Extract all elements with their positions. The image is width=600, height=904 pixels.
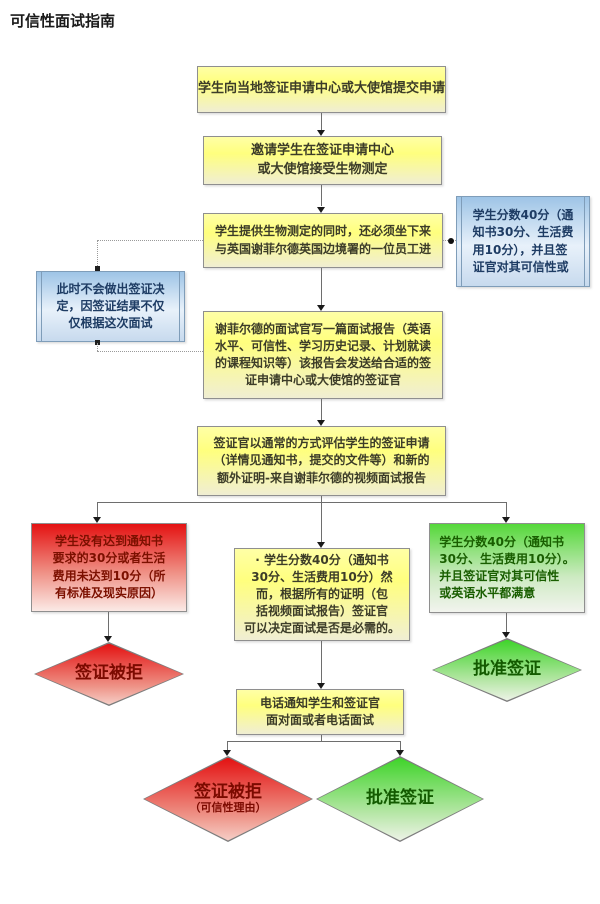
connector-split-horizontal	[97, 502, 507, 503]
step-assess-application-text: 签证官以通常的方式评估学生的签证申请 （详情见通知书，提交的文件等）和新的 额外…	[213, 436, 430, 485]
connector-step1-step2	[321, 113, 322, 130]
arrowhead-approve-top-icon	[502, 632, 510, 638]
connector-step3-step4	[321, 268, 322, 305]
step-submit-application-box: 学生向当地签证申请中心或大使馆提交申请	[197, 66, 446, 113]
arrowhead-step3-icon	[317, 207, 325, 213]
outcome-fail-box: 学生没有达到通知书 要求的30分或者生活 费用未达到10分（所 有标准及现实原因…	[31, 523, 187, 612]
connector-fail-reject	[108, 612, 109, 636]
connector-maybe-phone	[321, 641, 322, 683]
arrowhead-phone-icon	[317, 683, 325, 689]
step-invite-biometric-box: 邀请学生在签证申请中心 或大使馆接受生物测定	[203, 136, 442, 185]
step-biometric-interview-box: 学生提供生物测定的同时，还必须坐下来 与英国谢菲尔德英国边境署的一位员工进	[203, 213, 443, 268]
connector-split2-stem	[321, 735, 322, 742]
arrowhead-step5-icon	[317, 420, 325, 426]
outcome-fail-text: 学生没有达到通知书 要求的30分或者生活 费用未达到10分（所 有标准及现实原因…	[52, 534, 166, 600]
connector-split-left	[97, 502, 98, 517]
note-score-40-box: 学生分数40分（通 知书30分、生活费 用10分），并且签 证官对其可信性或	[456, 196, 590, 287]
step-invite-biometric-text: 邀请学生在签证申请中心 或大使馆接受生物测定	[250, 143, 394, 177]
step-submit-application-text: 学生向当地签证申请中心或大使馆提交申请	[198, 81, 446, 97]
outcome-maybe-text: · 学生分数40分（通知书 30分、生活费用10分）然 而，根据所有的证明（包 …	[243, 552, 400, 636]
connector-split-middle	[321, 502, 322, 542]
note-score-40-text: 学生分数40分（通 知书30分、生活费 用10分），并且签 证官对其可信性或	[472, 208, 574, 274]
decision-reject-bottom-reason: （可信性理由）	[189, 801, 267, 815]
dotted-connector-note-step4	[97, 351, 203, 352]
step-interview-report-box: 谢菲尔德的面试官写一篇面试报告（英语 水平、可信性、学习历史记录、计划就读 的课…	[203, 311, 443, 399]
decision-visa-rejected-credibility-label: 签证被拒 （可信性理由）	[189, 781, 267, 815]
decision-visa-rejected-credibility-diamond: 签证被拒 （可信性理由）	[143, 756, 313, 842]
outcome-maybe-box: · 学生分数40分（通知书 30分、生活费用10分）然 而，根据所有的证明（包 …	[234, 548, 410, 641]
connector-split-stem	[321, 496, 322, 503]
arrowhead-reject-top-icon	[104, 636, 112, 642]
connector-split2-right	[400, 741, 401, 751]
decision-visa-approved-diamond: 批准签证	[432, 638, 582, 702]
arrowhead-reject-bottom-icon	[223, 750, 231, 756]
arrowhead-maybe-icon	[317, 542, 325, 548]
decision-visa-rejected-label: 签证被拒	[75, 663, 143, 684]
dotted-connector-note-bottom	[97, 343, 98, 351]
connector-dot-icon	[448, 238, 454, 244]
note-no-decision-text: 此时不会做出签证决 定，因签证结果不仅 仅根据这次面试	[56, 281, 165, 331]
step-assess-application-box: 签证官以通常的方式评估学生的签证申请 （详情见通知书，提交的文件等）和新的 额外…	[197, 426, 446, 496]
connector-split2-horizontal	[227, 741, 401, 742]
decision-visa-approved-bottom-diamond: 批准签证	[316, 756, 484, 842]
outcome-pass-text: 学生分数40分（通知书 30分、生活费用10分）。 并且签证官对其可信性 或英语…	[439, 534, 575, 601]
note-no-decision-box: 此时不会做出签证决 定，因签证结果不仅 仅根据这次面试	[36, 271, 185, 342]
step-interview-report-text: 谢菲尔德的面试官写一篇面试报告（英语 水平、可信性、学习历史记录、计划就读 的课…	[214, 321, 431, 388]
step-phone-interview-box: 电话通知学生和签证官 面对面或者电话面试	[236, 689, 404, 735]
arrowhead-approve-bottom-icon	[396, 750, 404, 756]
arrowhead-step2-icon	[317, 130, 325, 136]
dotted-connector-step3-note	[97, 240, 203, 241]
step-biometric-interview-text: 学生提供生物测定的同时，还必须坐下来 与英国谢菲尔德英国边境署的一位员工进	[214, 224, 431, 256]
connector-split2-left	[227, 741, 228, 751]
connector-square-bottom-icon	[95, 340, 100, 345]
decision-visa-approved-bottom-label: 批准签证	[366, 788, 434, 809]
decision-visa-approved-label: 批准签证	[473, 659, 541, 680]
arrowhead-pass-icon	[502, 517, 510, 523]
connector-square-top-icon	[95, 266, 100, 271]
step-phone-interview-text: 电话通知学生和签证官 面对面或者电话面试	[259, 695, 380, 727]
page-title: 可信性面试指南	[10, 12, 116, 30]
decision-reject-bottom-title: 签证被拒	[194, 781, 262, 802]
connector-pass-approve	[506, 613, 507, 632]
connector-step4-step5	[321, 399, 322, 420]
connector-step2-step3	[321, 185, 322, 206]
arrowhead-fail-icon	[93, 517, 101, 523]
decision-visa-rejected-diamond: 签证被拒	[34, 642, 184, 706]
dotted-connector-note-top	[97, 240, 98, 268]
connector-split-right	[506, 502, 507, 517]
arrowhead-step4-icon	[317, 305, 325, 311]
outcome-pass-box: 学生分数40分（通知书 30分、生活费用10分）。 并且签证官对其可信性 或英语…	[429, 523, 585, 613]
